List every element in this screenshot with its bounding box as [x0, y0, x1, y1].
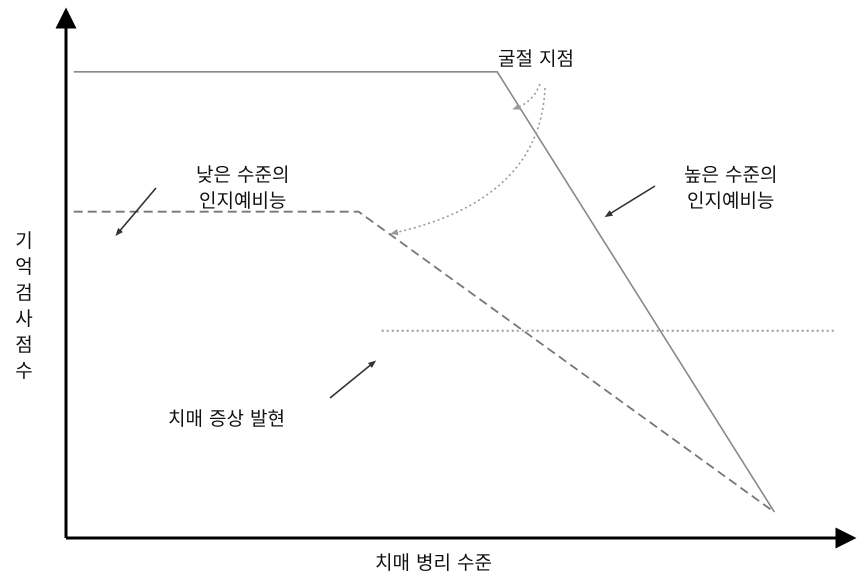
- inflection-label: 굴절 지점: [498, 48, 574, 70]
- low-reserve-label-line-1: 낮은 수준의: [196, 164, 290, 186]
- high-reserve-label-line-2: 인지예비능: [687, 190, 775, 212]
- y-axis-label: 기억검사점수: [15, 230, 33, 382]
- inflection-arrow-low: [390, 87, 546, 236]
- onset-arrow: [329, 360, 377, 399]
- high-reserve-arrow: [604, 185, 656, 218]
- series-high-reserve-line: [73, 71, 776, 513]
- high-reserve-label: 높은 수준의 인지예비능: [684, 162, 777, 214]
- series-low-reserve-line: [73, 210, 775, 513]
- low-reserve-label-line-2: 인지예비능: [199, 190, 287, 212]
- inflection-arrow-high: [512, 83, 541, 110]
- low-reserve-label: 낮은 수준의 인지예비능: [196, 162, 289, 214]
- onset-label: 치매 증상 발현: [168, 408, 285, 430]
- high-reserve-label-line-1: 높은 수준의: [684, 164, 778, 186]
- x-axis-label: 치매 병리 수준: [375, 552, 492, 574]
- low-reserve-arrow: [115, 187, 157, 237]
